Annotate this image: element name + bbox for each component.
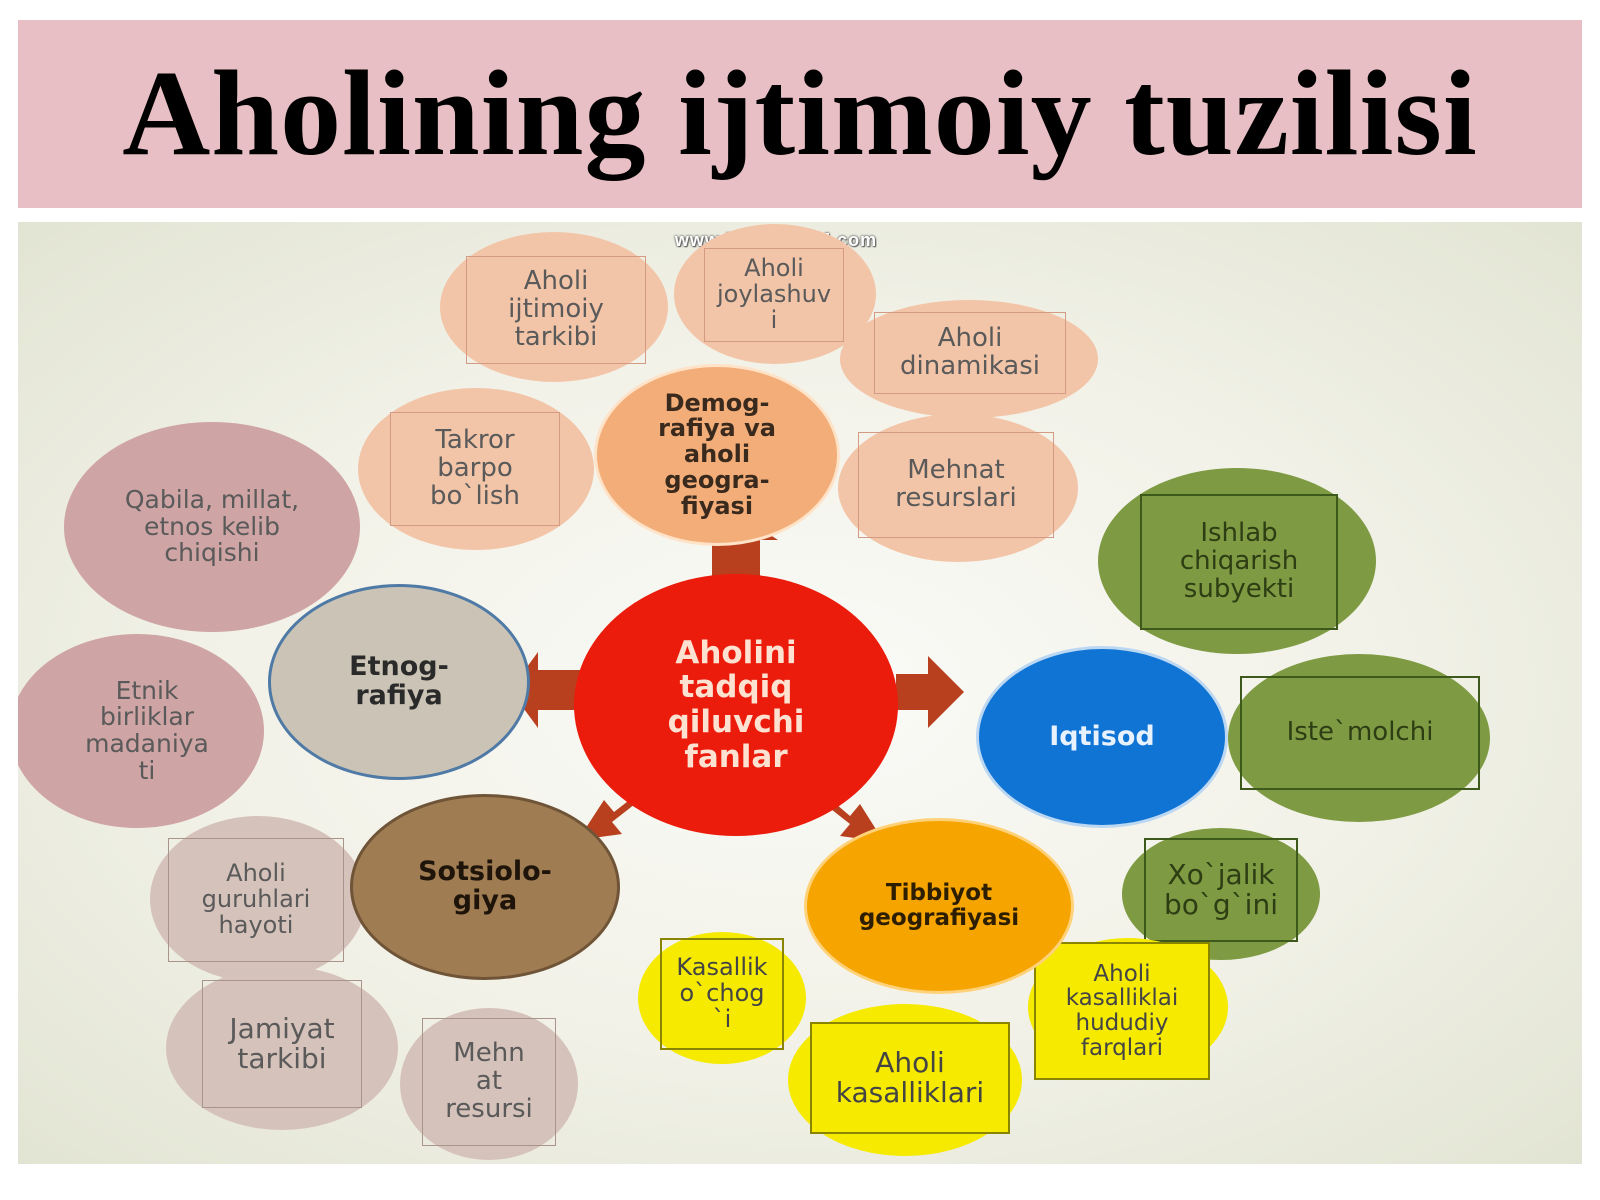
box-hududiy-farqlari: Aholi kasalliklai hududiy farqlari [1034, 942, 1210, 1080]
bubble-aholi-guruhlari [150, 816, 366, 982]
box-takror-barpo-bolish: Takror barpo bo`lish [390, 412, 560, 526]
bubble-mehnat-resursi [400, 1008, 578, 1160]
box-jamiyat-tarkibi: Jamiyat tarkibi [202, 980, 362, 1108]
box-kasallik-ochogi: Kasallik o`chog `i [660, 938, 784, 1050]
hub-tibbiyot: Tibbiyot geografiyasi [804, 818, 1074, 994]
hub-demografiya: Demog- rafiya va aholi geogra- fiyasi [594, 364, 840, 546]
bubble-aholi-dinamikasi [840, 300, 1098, 418]
hub-iqtisod: Iqtisod [976, 646, 1228, 828]
slide-title: Aholining ijtimoiy tuzilisi [122, 46, 1478, 181]
diagram-panel: www.BANDICAM.com Aholi ijtimoiy tarkibi … [18, 222, 1582, 1164]
bubble-istemolchi [1228, 654, 1490, 822]
box-aholi-kasalliklari: Aholi kasalliklari [810, 1022, 1010, 1134]
center-node: Aholini tadqiq qiluvchi fanlar [574, 574, 898, 836]
bubble-jamiyat-tarkibi [166, 966, 398, 1130]
bubble-aholi-ijtimoiy-tarkibi [440, 232, 668, 382]
arrow-right [896, 656, 964, 728]
box-aholi-guruhlari: Aholi guruhlari hayoti [168, 838, 344, 962]
box-aholi-ijtimoiy-tarkibi: Aholi ijtimoiy tarkibi [466, 256, 646, 364]
arrow-down-right [822, 792, 884, 842]
arrow-down-left [578, 787, 646, 840]
bubble-kasallik-ochogi [638, 932, 806, 1064]
bubble-etnik-birliklar: Etnik birliklar madaniya ti [18, 634, 264, 828]
bubble-aholi-joylashuvi [674, 224, 876, 364]
box-ishlab-chiqarish: Ishlab chiqarish subyekti [1140, 494, 1338, 630]
hub-etnografiya: Etnog- rafiya [268, 584, 530, 780]
box-xojalik-bogini: Xo`jalik bo`g`ini [1144, 838, 1298, 942]
box-istemolchi: Iste`molchi [1240, 676, 1480, 790]
box-mehnat-resursi: Mehn at resursi [422, 1018, 556, 1146]
bubble-qabila-millat: Qabila, millat, etnos kelib chiqishi [64, 422, 360, 632]
title-band: Aholining ijtimoiy tuzilisi [18, 20, 1582, 208]
hub-sotsiologiya: Sotsiolo- giya [350, 794, 620, 980]
box-aholi-joylashuvi: Aholi joylashuv i [704, 248, 844, 342]
box-aholi-dinamikasi: Aholi dinamikasi [874, 312, 1066, 394]
box-mehnat-resurslari: Mehnat resurslari [858, 432, 1054, 538]
bubble-xojalik-bogini [1122, 828, 1320, 960]
bubble-takror-barpo-bolish [358, 388, 594, 550]
bubble-ishlab-chiqarish [1098, 468, 1376, 654]
